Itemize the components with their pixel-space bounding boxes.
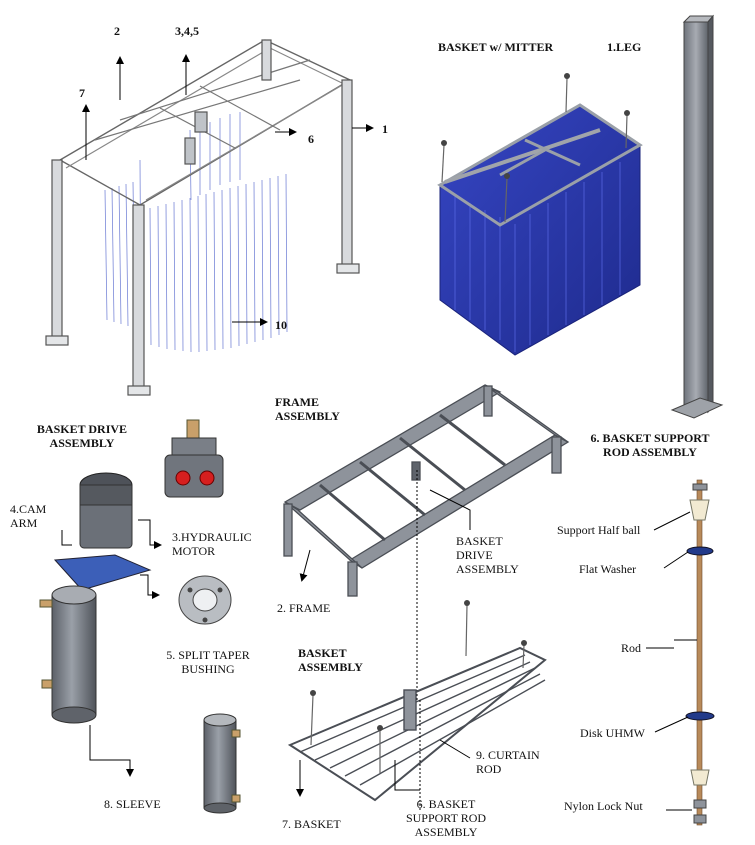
callout-345-label: 3,4,5 bbox=[175, 24, 199, 38]
basket-label: 7. BASKET bbox=[282, 817, 341, 831]
drive-callouts bbox=[61, 519, 162, 777]
sleeve-part bbox=[203, 713, 241, 814]
callout-7-label: 7 bbox=[79, 86, 85, 100]
basket-drive-sub-label: BASKET DRIVE ASSEMBLY bbox=[456, 534, 519, 576]
nylon-lock-nut-label: Nylon Lock Nut bbox=[564, 799, 643, 813]
basket-assembly-title: BASKET ASSEMBLY bbox=[298, 646, 363, 674]
frame-part bbox=[283, 384, 570, 597]
frame-label: 2. FRAME bbox=[277, 601, 331, 615]
rod-callouts bbox=[646, 511, 697, 811]
split-taper-bushing-part bbox=[178, 575, 232, 625]
callout-6-label: 6 bbox=[308, 132, 314, 146]
leg-title: 1.LEG bbox=[607, 40, 642, 54]
callout-arrows-frame bbox=[82, 54, 374, 326]
basket-support-rod-sub-label: 6. BASKET SUPPORT ROD ASSEMBLY bbox=[405, 797, 487, 839]
leg-part bbox=[670, 14, 724, 419]
basket-mitter-title: BASKET w/ MITTER bbox=[438, 40, 554, 54]
support-rod-part bbox=[685, 479, 715, 826]
curtain-rod-label: 9. CURTAIN ROD bbox=[476, 748, 540, 776]
support-rod-assembly-title: 6. BASKET SUPPORT ROD ASSEMBLY bbox=[590, 431, 710, 459]
callout-2-label: 2 bbox=[114, 24, 120, 38]
rod-label: Rod bbox=[621, 641, 642, 655]
flat-washer-label: Flat Washer bbox=[579, 562, 637, 576]
frame-callouts bbox=[299, 470, 471, 700]
frame-assembly-title: FRAME ASSEMBLY bbox=[275, 395, 340, 423]
full-frame-assembly bbox=[45, 39, 360, 396]
callout-1-label: 1 bbox=[382, 122, 388, 136]
hydraulic-motor-label: 3.HYDRAULIC MOTOR bbox=[172, 530, 252, 558]
sleeve-label: 8. SLEEVE bbox=[104, 797, 161, 811]
basket-drive-assembly-title: BASKET DRIVE ASSEMBLY bbox=[36, 422, 128, 450]
basket-callouts bbox=[296, 700, 471, 810]
basket-drive-assembly-part bbox=[39, 472, 152, 724]
disk-uhmw-label: Disk UHMW bbox=[580, 726, 645, 740]
curtain-strips bbox=[104, 112, 288, 353]
callout-10-label: 10 bbox=[275, 318, 287, 332]
basket-with-mitter bbox=[437, 73, 643, 356]
basket-assembly-part bbox=[287, 600, 547, 802]
support-half-ball-label: Support Half ball bbox=[557, 523, 641, 537]
hydraulic-motor-part bbox=[164, 419, 224, 498]
split-taper-bushing-label: 5. SPLIT TAPER BUSHING bbox=[166, 648, 250, 676]
cam-arm-label: 4.CAM ARM bbox=[10, 502, 47, 530]
